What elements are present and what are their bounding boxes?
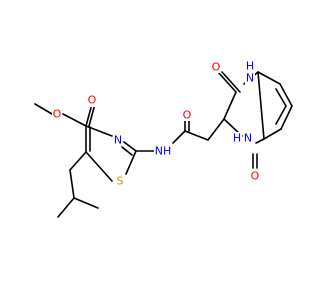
- bond: [275, 88, 287, 107]
- atom-bg: [113, 134, 123, 146]
- ring-hydrogen-bottom: H: [233, 132, 241, 145]
- bond: [88, 103, 96, 127]
- bond: [123, 141, 137, 152]
- atom-bg: [245, 60, 255, 72]
- bond: [57, 197, 75, 218]
- bond: [263, 128, 282, 140]
- bond: [34, 103, 53, 115]
- bond: [172, 130, 186, 144]
- atom-bg: [211, 61, 221, 73]
- bond: [62, 113, 87, 127]
- bond: [85, 125, 113, 137]
- thiazole-nitrogen: N: [114, 134, 122, 147]
- bond: [184, 130, 209, 141]
- atom-bg: [115, 175, 125, 187]
- bond: [275, 105, 287, 125]
- bond: [280, 105, 293, 130]
- molecule-diagram: O O N S NH O O H N N H O: [34, 60, 293, 218]
- bond: [279, 83, 293, 107]
- atom-bg: [245, 72, 255, 84]
- ring-oxygen-top: O: [212, 61, 221, 74]
- bond: [207, 118, 225, 141]
- atoms: O O N S NH O O H N N H O: [52, 60, 260, 188]
- ring-nitrogen-bottom: N: [244, 132, 252, 145]
- atom-bg: [182, 109, 192, 121]
- bond: [121, 146, 133, 156]
- amide-nh: NH: [155, 145, 172, 158]
- ring-hydrogen-top: H: [246, 60, 254, 73]
- bond: [255, 138, 265, 144]
- atom-bg: [52, 108, 62, 120]
- bond: [257, 71, 281, 85]
- thiazole-sulfur: S: [117, 175, 124, 188]
- structure-svg: O O N S NH O O H N N H O: [34, 60, 293, 218]
- atom-bg: [250, 170, 260, 182]
- bond: [73, 197, 99, 209]
- amide-oxygen: O: [183, 109, 192, 122]
- atom-bg: [232, 132, 242, 144]
- ester-alkoxy-oxygen: O: [53, 108, 62, 121]
- atom-bg: [154, 145, 172, 157]
- bond: [217, 71, 237, 93]
- ester-carbonyl-oxygen: O: [88, 94, 97, 107]
- ring-nitrogen-top: N: [246, 72, 254, 85]
- bond: [85, 103, 93, 127]
- bond: [257, 71, 265, 140]
- bond: [69, 169, 75, 199]
- bond: [125, 150, 137, 175]
- bond: [223, 91, 237, 120]
- atom-bg: [87, 95, 97, 107]
- bond: [221, 71, 241, 93]
- bond: [85, 151, 113, 182]
- atom-bg: [243, 132, 253, 144]
- ring-oxygen-bottom: O: [251, 170, 260, 183]
- bond: [69, 151, 87, 171]
